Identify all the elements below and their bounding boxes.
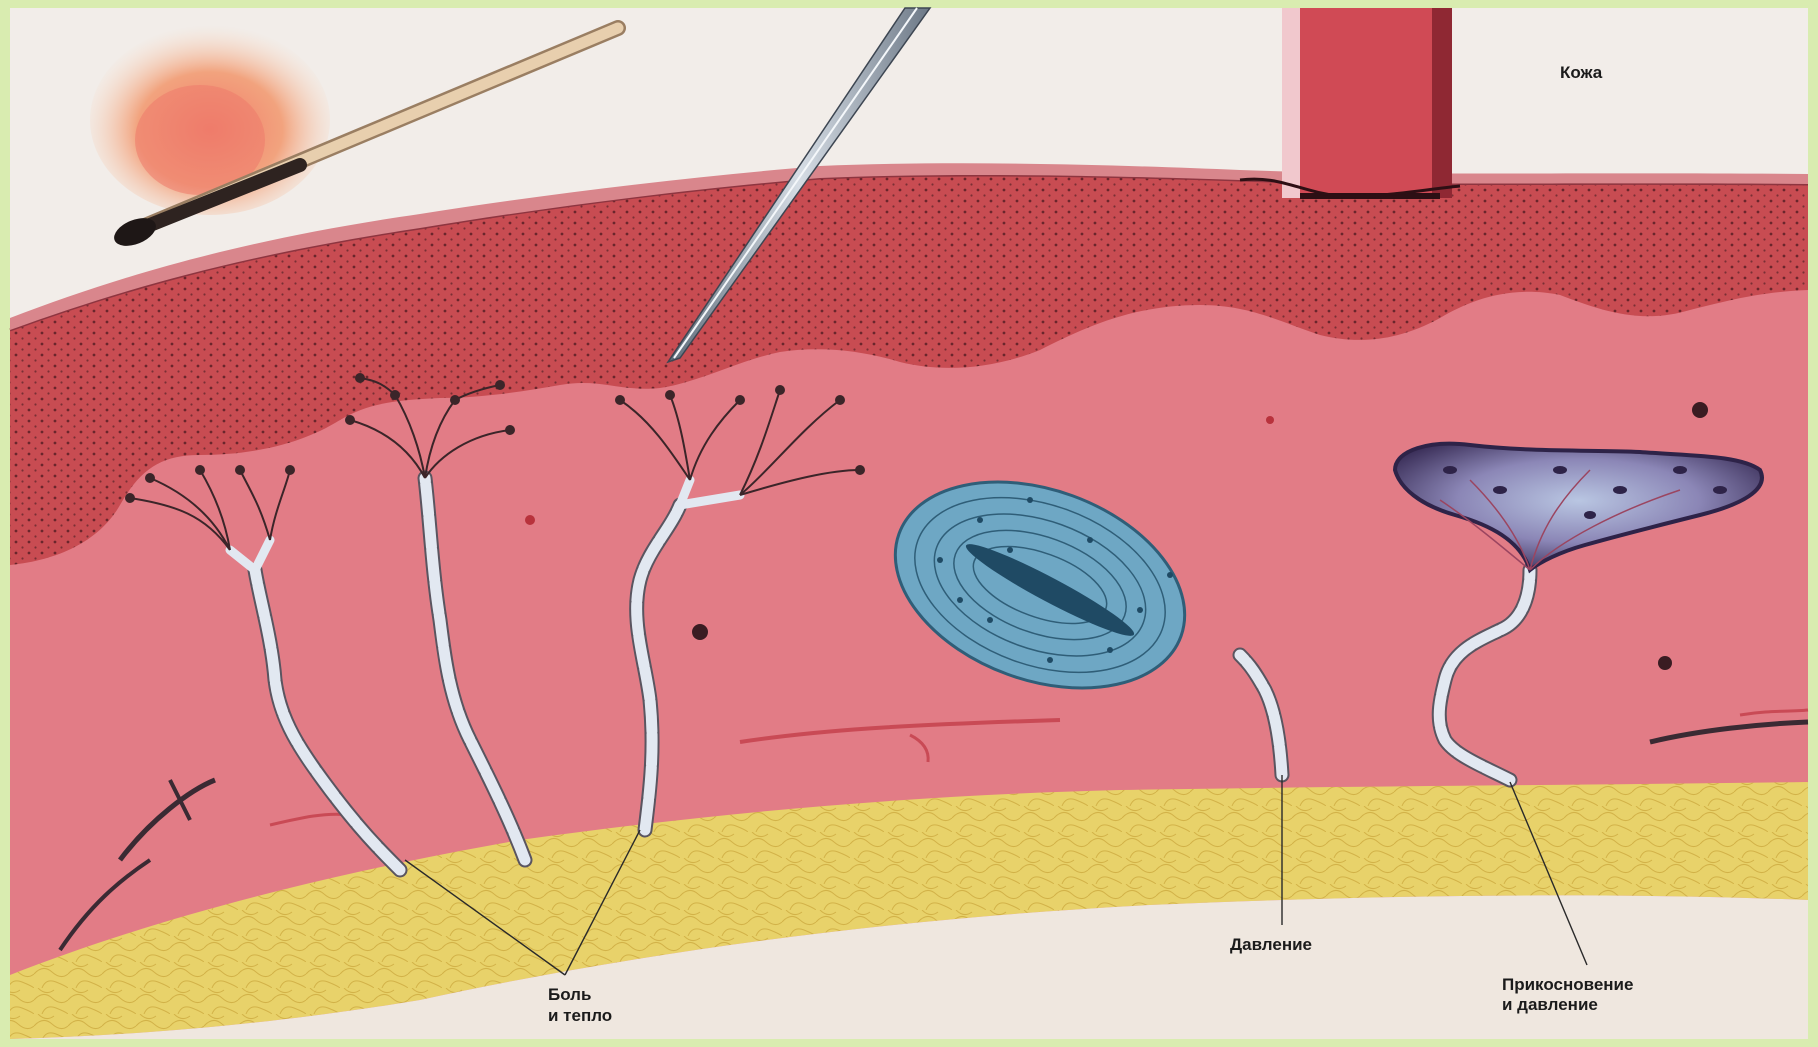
label-skin: Кожа xyxy=(1560,63,1603,82)
label-touch-line2: и давление xyxy=(1502,995,1598,1014)
label-pressure: Давление xyxy=(1230,935,1312,954)
label-touch-line1: Прикосновение xyxy=(1502,975,1633,994)
label-pain-line2: и тепло xyxy=(548,1006,612,1025)
flame-icon xyxy=(90,25,330,215)
label-pain-line1: Боль xyxy=(548,985,591,1004)
